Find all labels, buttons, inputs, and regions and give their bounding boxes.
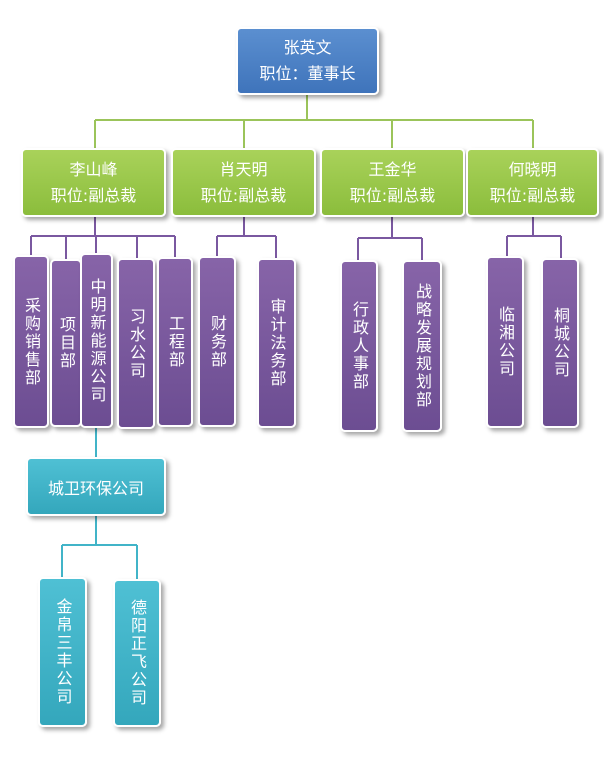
dept-box: 审计法务部 <box>257 258 296 428</box>
dept-box: 工程部 <box>157 257 193 427</box>
dept-box: 习水公司 <box>117 258 155 429</box>
connector-vp2-depts <box>216 217 277 258</box>
dept-box: 行政人事部 <box>340 260 378 432</box>
dept-label: 工程部 <box>166 315 185 369</box>
dept-label: 战略发展规划部 <box>413 283 432 409</box>
sub-box: 城卫环保公司 <box>26 457 166 516</box>
vp-box-2: 肖天明 职位:副总裁 <box>171 148 316 217</box>
dept-box: 项目部 <box>50 259 82 427</box>
connector-vp1-depts <box>30 217 176 259</box>
dept-label: 审计法务部 <box>267 298 287 388</box>
subsub-label: 金帛三丰公司 <box>53 598 73 706</box>
vp-name: 何晓明 <box>508 159 557 179</box>
connector-sub-subsubs <box>61 516 138 579</box>
dept-box: 财务部 <box>198 256 236 427</box>
vp-box-3: 王金华 职位:副总裁 <box>320 148 465 217</box>
ceo-name: 张英文 <box>283 38 332 57</box>
subsub-label: 德阳正飞公司 <box>128 599 147 707</box>
dept-box: 桐城公司 <box>541 258 579 428</box>
dept-label: 习水公司 <box>127 307 146 380</box>
sub-label: 城卫环保公司 <box>47 478 144 498</box>
vp-title: 职位:副总裁 <box>489 185 576 205</box>
vp-box-1: 李山峰 职位:副总裁 <box>21 148 166 217</box>
dept-label: 采购销售部 <box>22 296 41 387</box>
dept-box: 战略发展规划部 <box>402 260 442 432</box>
subsub-box: 金帛三丰公司 <box>38 577 87 727</box>
vp-name: 王金华 <box>368 159 417 179</box>
dept-label: 中明新能源公司 <box>87 277 107 404</box>
vp-title: 职位:副总裁 <box>50 185 137 205</box>
dept-label: 桐城公司 <box>551 307 570 379</box>
connector-ceo-vps <box>94 95 534 148</box>
connector-vp4-depts <box>506 217 562 258</box>
vp-title: 职位:副总裁 <box>349 185 436 205</box>
dept-box: 采购销售部 <box>13 255 49 428</box>
dept-label: 财务部 <box>208 314 227 369</box>
dept-box: 中明新能源公司 <box>80 253 113 428</box>
dept-label: 行政人事部 <box>350 301 369 391</box>
subsub-box: 德阳正飞公司 <box>113 579 161 727</box>
ceo-box: 张英文 职位：董事长 <box>236 27 379 95</box>
dept-box: 临湘公司 <box>486 256 524 428</box>
vp-title: 职位:副总裁 <box>200 185 287 205</box>
ceo-title: 职位：董事长 <box>259 64 356 83</box>
vp-name: 肖天明 <box>219 159 268 179</box>
vp-name: 李山峰 <box>69 159 118 179</box>
connector-vp3-depts <box>357 217 423 260</box>
vp-box-4: 何晓明 职位:副总裁 <box>466 148 599 217</box>
dept-label: 项目部 <box>57 316 76 370</box>
dept-label: 临湘公司 <box>496 306 515 378</box>
